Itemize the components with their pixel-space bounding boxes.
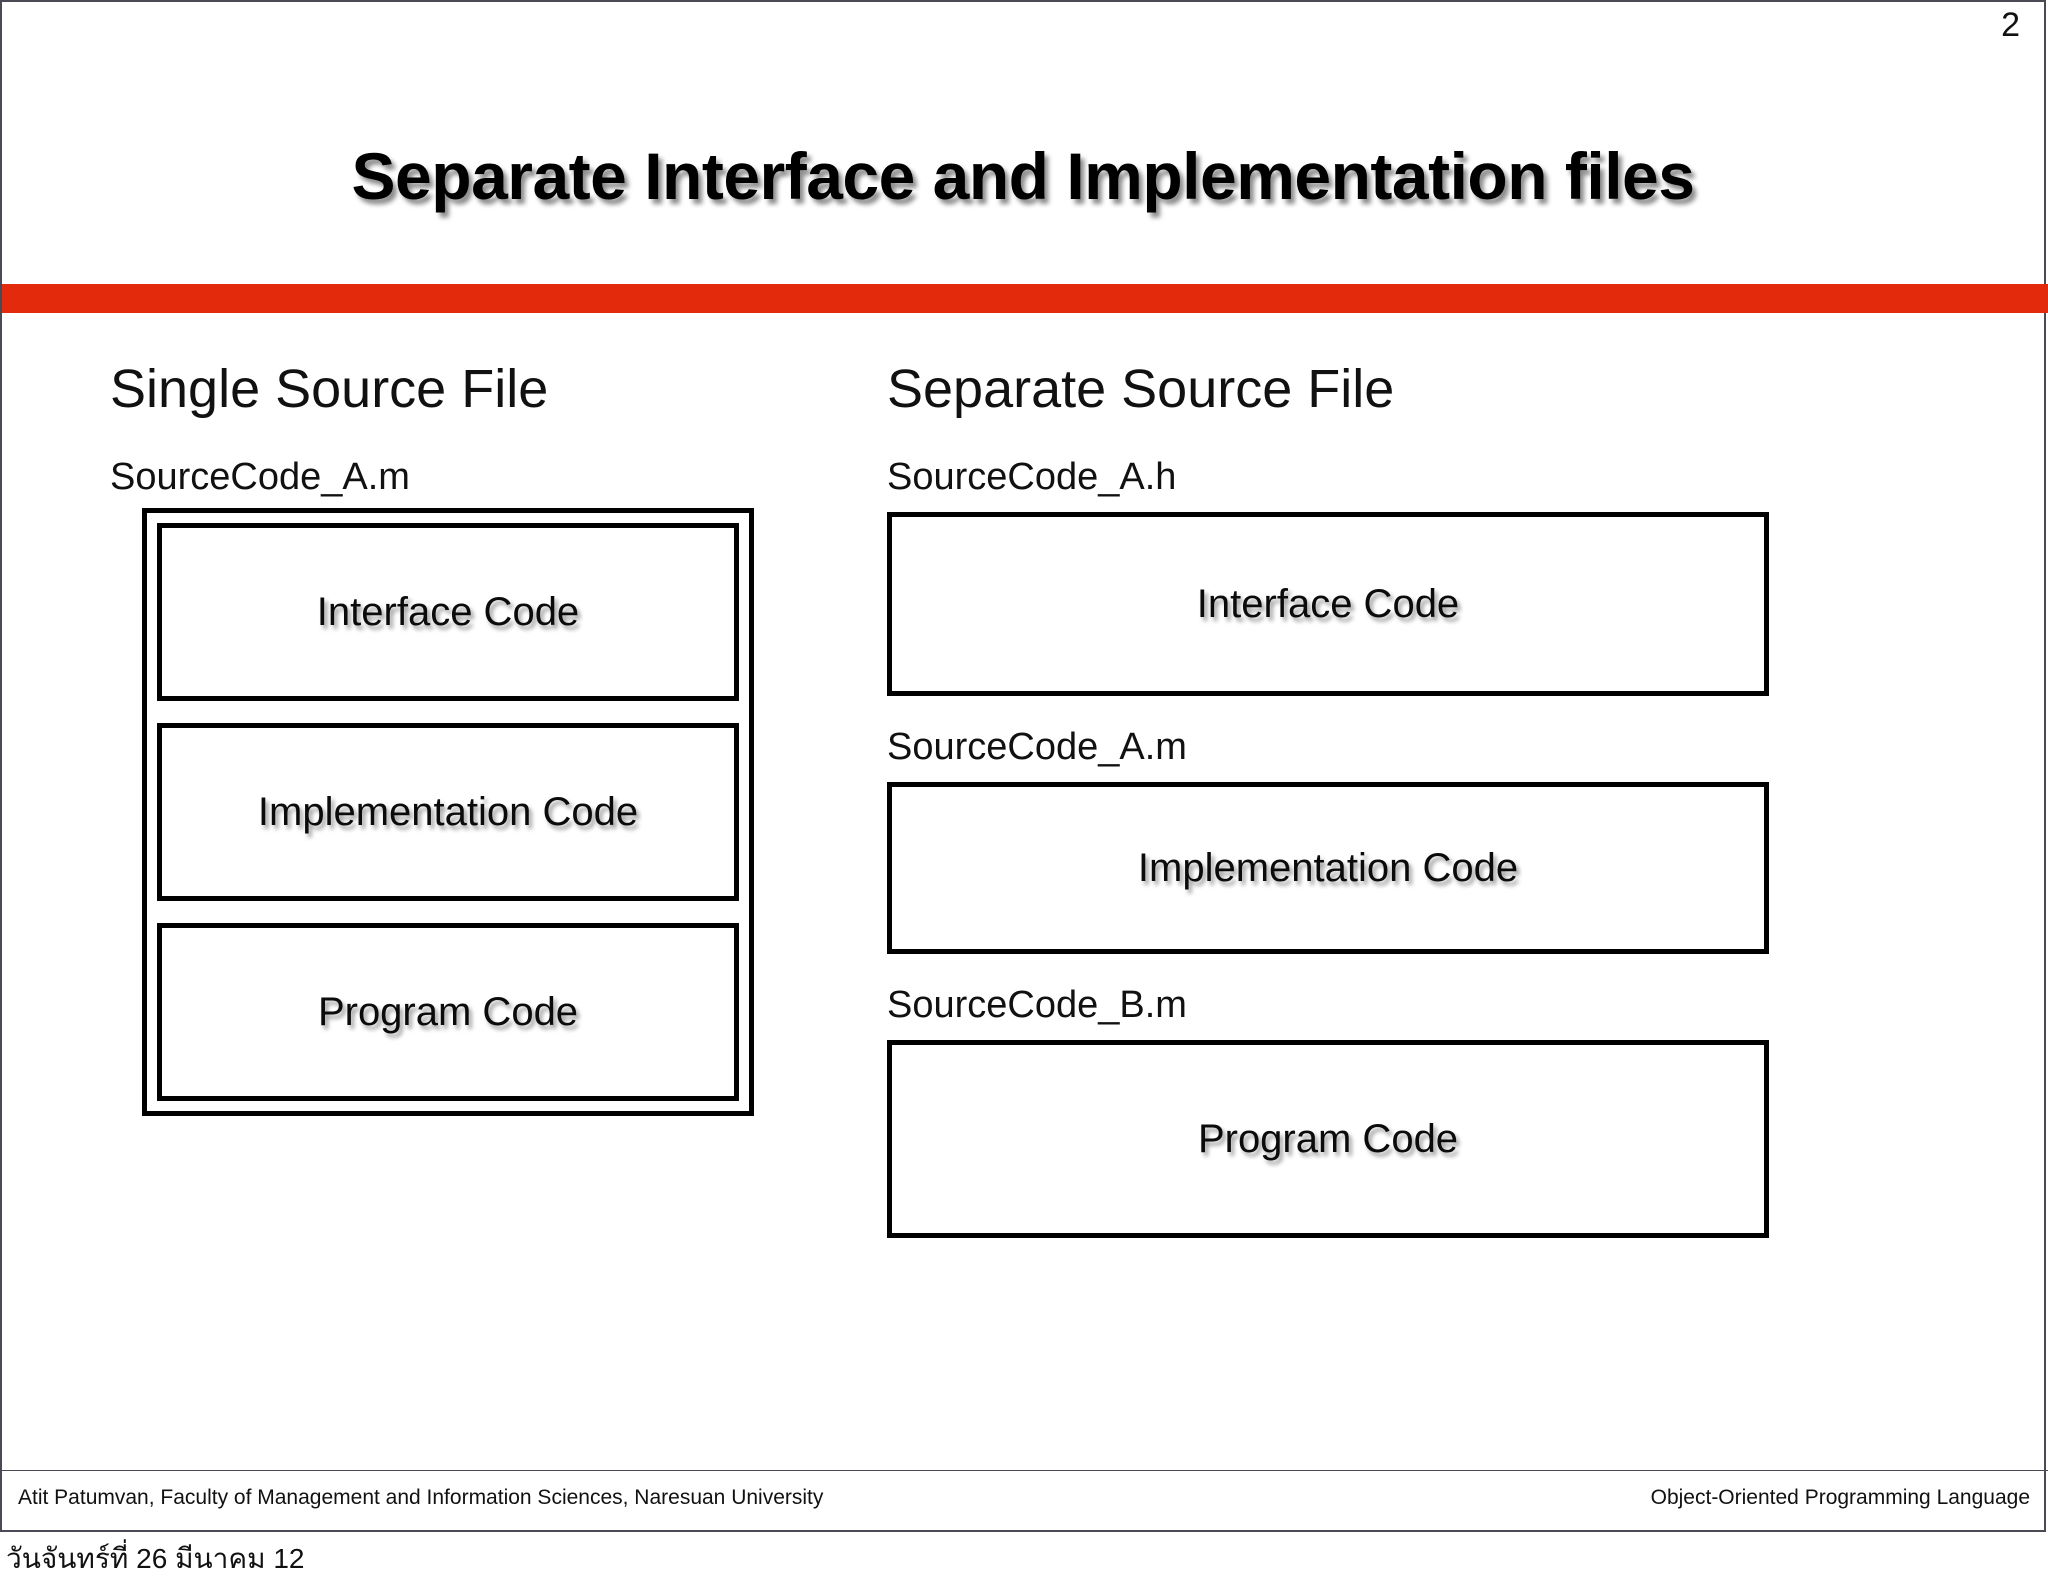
code-box-label: Program Code xyxy=(1197,1116,1459,1161)
footer-divider xyxy=(2,1470,2048,1471)
footer-course-name: Object-Oriented Programming Language xyxy=(1650,1486,2030,1509)
accent-divider xyxy=(2,284,2048,313)
slide-frame: 2 Separate Interface and Implementation … xyxy=(0,0,2048,1532)
column-single-source-file: Single Source File SourceCode_A.m Interf… xyxy=(110,362,754,1116)
code-box-program: Program Code xyxy=(887,1040,1769,1238)
code-box-label: Implementation Code xyxy=(1137,845,1519,890)
left-column-heading: Single Source File xyxy=(110,359,549,419)
code-box-label: Implementation Code xyxy=(257,789,639,834)
right-column-heading: Separate Source File xyxy=(887,359,1395,419)
code-box-implementation: Implementation Code xyxy=(157,723,739,901)
left-box-stack: Interface Code Implementation Code Progr… xyxy=(142,508,754,1116)
right-file-label-program: SourceCode_B.m xyxy=(887,984,1187,1026)
source-file-container: Interface Code Implementation Code Progr… xyxy=(142,508,754,1116)
code-box-implementation: Implementation Code xyxy=(887,782,1769,954)
footer-attribution: Atit Patumvan, Faculty of Management and… xyxy=(18,1486,824,1509)
code-box-interface: Interface Code xyxy=(157,523,739,701)
code-box-label: Program Code xyxy=(317,989,579,1034)
right-box-stack: SourceCode_A.h Interface Code SourceCode… xyxy=(887,458,1769,1238)
right-file-label-header: SourceCode_A.h xyxy=(887,456,1177,498)
column-separate-source-file: Separate Source File SourceCode_A.h Inte… xyxy=(887,362,1769,1238)
code-box-label: Interface Code xyxy=(1196,581,1460,626)
code-box-label: Interface Code xyxy=(316,589,580,634)
code-box-interface: Interface Code xyxy=(887,512,1769,696)
page-title: Separate Interface and Implementation fi… xyxy=(351,139,1695,214)
left-file-label: SourceCode_A.m xyxy=(110,456,410,498)
code-box-program: Program Code xyxy=(157,923,739,1101)
date-stamp: วันจันทร์ที่ 26 มีนาคม 12 xyxy=(6,1543,305,1574)
right-file-label-implementation: SourceCode_A.m xyxy=(887,726,1187,768)
page-number: 2 xyxy=(2001,6,2020,44)
